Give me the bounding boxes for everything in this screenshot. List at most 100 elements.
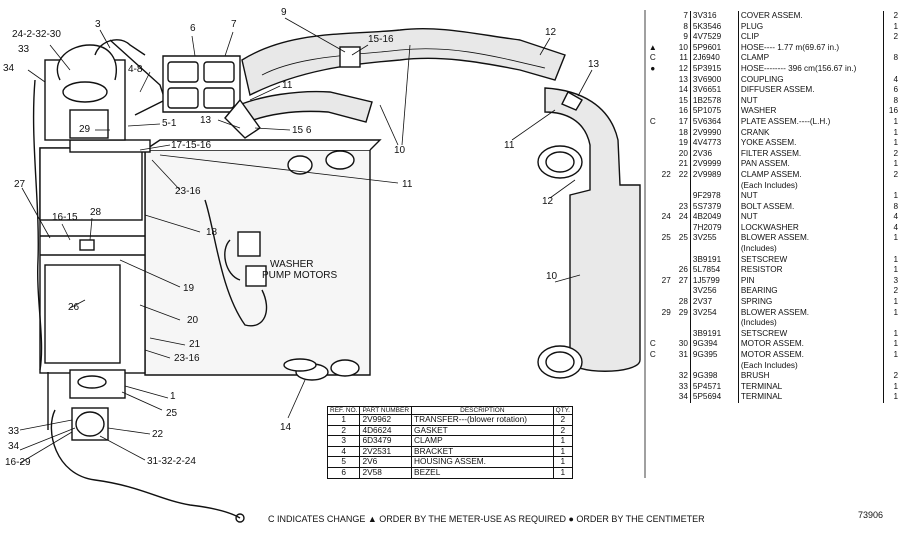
qty-cell: 1 — [893, 350, 898, 359]
callout-c10a: 10 — [394, 145, 406, 156]
qty-cell: 2 — [893, 32, 898, 42]
part-number-cell: 4V4773 — [690, 138, 739, 149]
group-cell — [660, 318, 673, 329]
ref-no-cell: 6 — [326, 466, 361, 479]
callout-c21: 21 — [189, 339, 201, 350]
qty-cell: 1 — [893, 339, 898, 349]
qty-cell — [884, 361, 900, 372]
part-number-cell: 6D3479 — [359, 435, 413, 447]
callout-c22: 22 — [152, 429, 164, 440]
ref-cell: 29 — [672, 307, 691, 319]
figure-number: 73906 — [858, 510, 884, 520]
description-cell: PIN — [738, 275, 885, 287]
part-number-cell — [690, 244, 739, 255]
callout-c12b: 12 — [542, 196, 554, 207]
description-cell: HOSE---- 1.77 m(69.67 in.) — [738, 42, 885, 54]
qty-cell: 2 — [893, 371, 898, 381]
mark-cell: C — [649, 53, 656, 63]
mark-cell — [646, 212, 660, 223]
ref-cell: 18 — [672, 127, 691, 139]
qty-cell: 1 — [893, 254, 898, 264]
callout-c9: 9 — [281, 7, 287, 18]
callout-c11c: 11 — [504, 140, 515, 151]
description-cell: GASKET — [411, 424, 554, 437]
group-cell — [660, 106, 673, 117]
mark-cell — [646, 22, 660, 33]
group-cell — [660, 382, 673, 393]
callout-c27: 27 — [14, 179, 26, 190]
group-cell — [660, 339, 673, 350]
mark-cell — [646, 32, 660, 43]
callout-c19: 19 — [183, 283, 195, 294]
mark-cell — [646, 392, 660, 403]
ref-cell: 11 — [672, 53, 691, 64]
part-number-cell: 5K3546 — [690, 21, 739, 33]
description-cell: BLOWER ASSEM. — [738, 307, 885, 319]
qty-cell — [884, 181, 900, 192]
qty-cell — [884, 43, 900, 54]
qty-cell: 2 — [893, 286, 898, 296]
mark-cell — [646, 318, 660, 329]
ref-cell — [672, 318, 691, 329]
description-cell: WASHER — [738, 106, 885, 117]
group-cell — [660, 223, 673, 234]
qty-cell: 1 — [552, 466, 574, 479]
qty-cell: 4 — [893, 74, 898, 84]
ref-cell: 33 — [672, 381, 691, 393]
qty-header: QTY. — [552, 406, 574, 415]
callout-c24: 24-2-32-30 — [12, 29, 61, 40]
housing-assembly — [144, 139, 382, 381]
group-cell — [660, 53, 673, 64]
description-cell: (Each Includes) — [738, 360, 885, 372]
callout-c29: 29 — [79, 124, 91, 135]
qty-cell: 1 — [552, 445, 574, 458]
ref-cell — [672, 222, 691, 234]
group-cell — [660, 297, 673, 308]
qty-cell: 1 — [893, 307, 898, 317]
callout-c33a: 33 — [18, 44, 30, 55]
mark-cell — [646, 265, 660, 276]
ref-cell: 14 — [672, 85, 691, 96]
description-cell: LOCKWASHER — [738, 222, 885, 234]
part-number-cell: 4B2049 — [690, 212, 739, 223]
blower-motor-lower — [47, 369, 245, 523]
cover-assembly — [162, 55, 241, 113]
parts-list-row: (Each Includes) — [646, 180, 900, 192]
callout-c48: 4-8 — [128, 64, 143, 75]
description-cell: BRUSH — [738, 371, 885, 382]
qty-cell: 1 — [893, 138, 898, 148]
group-cell — [660, 371, 673, 382]
group-cell — [660, 286, 673, 297]
description-cell: BEZEL — [411, 466, 554, 479]
callout-c26: 26 — [68, 302, 80, 313]
part-number-cell: 3V6651 — [690, 85, 739, 96]
qty-cell: 1 — [893, 392, 898, 402]
callout-c2316a: 23-16 — [175, 186, 201, 197]
mark-cell — [646, 149, 660, 160]
ref-cell: 28 — [672, 297, 691, 308]
ref-cell: 16 — [672, 106, 691, 117]
qty-cell: 2 — [552, 424, 574, 437]
ref-cell: 12 — [672, 63, 691, 75]
mark-cell — [646, 244, 660, 255]
qty-cell: 2 — [893, 11, 898, 20]
ref-cell: 9 — [672, 32, 691, 43]
ref-no-cell: 5 — [326, 456, 361, 468]
callout-c1: 1 — [170, 391, 176, 402]
callout-c11a: 11 — [282, 80, 293, 91]
part-number-cell: 2V6 — [359, 456, 413, 468]
part-number-cell: 9G394 — [690, 339, 739, 350]
